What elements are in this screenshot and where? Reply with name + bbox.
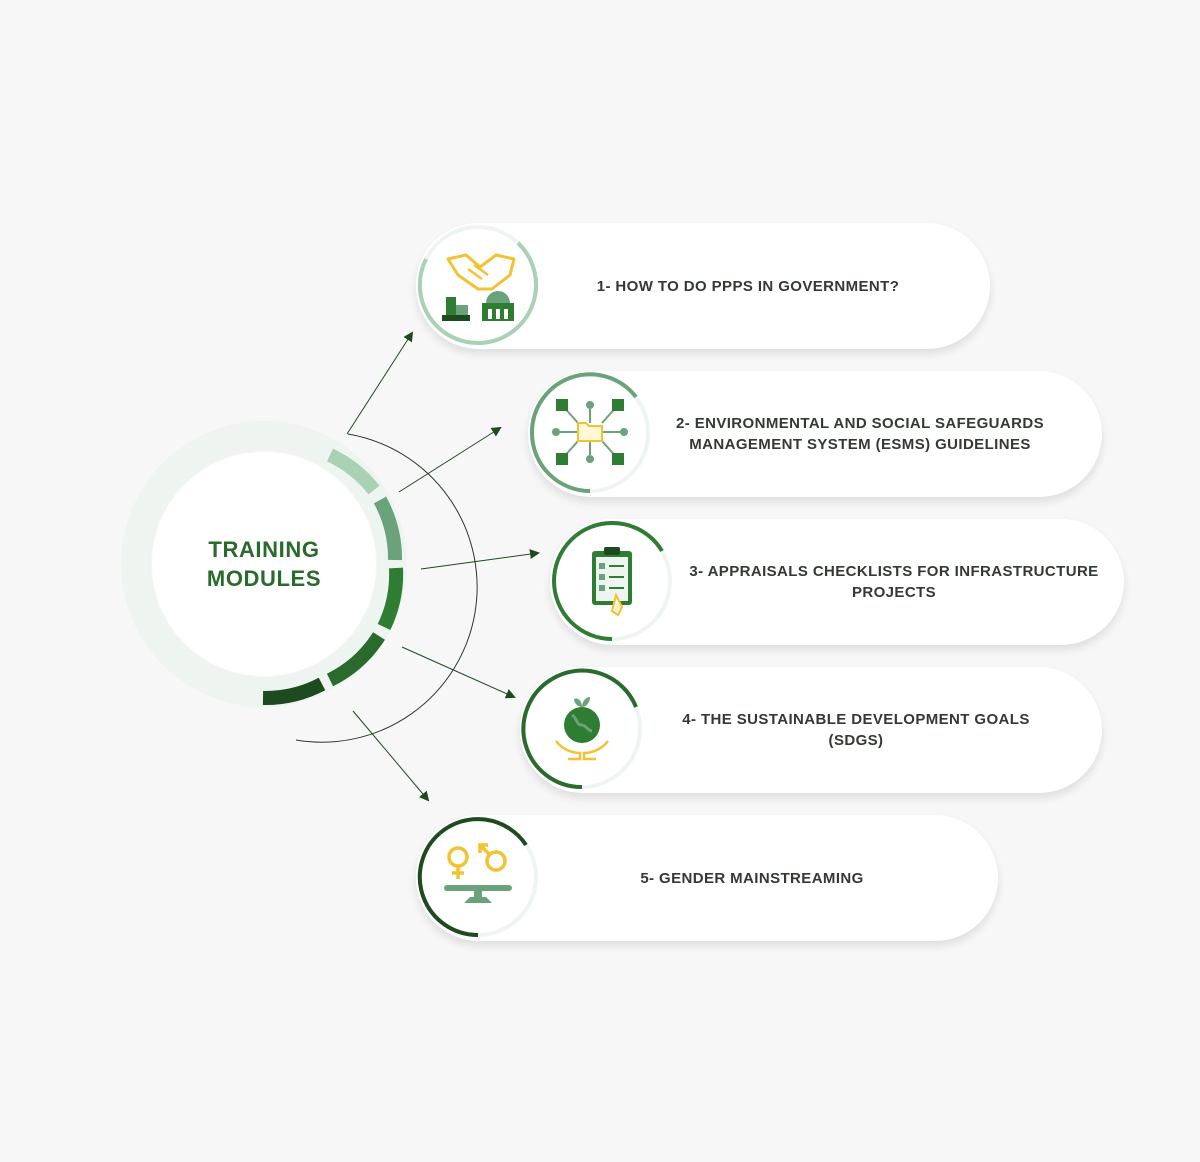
module-3-line-2: PROJECTS <box>851 584 937 601</box>
network-folder-icon <box>552 399 628 465</box>
module-1-ring <box>417 225 538 346</box>
arrow-to-module-5 <box>352 710 430 802</box>
hub-segment-4 <box>326 632 385 687</box>
module-4-title: 4- THE SUSTAINABLE DEVELOPMENT GOALS (SD… <box>650 667 1062 793</box>
hub-segment-5 <box>262 677 326 705</box>
hub-segment-2 <box>373 496 403 561</box>
arrow-to-module-4 <box>401 646 516 699</box>
globe-hands-icon <box>555 697 609 761</box>
clipboard-checklist-icon <box>592 547 632 617</box>
arrow-to-module-3 <box>420 549 540 570</box>
module-1-title: 1- HOW TO DO PPPS IN GOVERNMENT? <box>546 223 950 349</box>
module-3-line-1: 3- APPRAISALS CHECKLISTS FOR INFRASTRUCT… <box>689 563 1099 580</box>
module-2-ring <box>529 372 650 493</box>
module-2-title: 2- ENVIRONMENTAL AND SOCIAL SAFEGUARDS M… <box>658 371 1062 497</box>
arrow-to-module-1 <box>346 331 414 435</box>
hub-segment-3 <box>377 567 404 631</box>
handshake-buildings-icon <box>442 253 516 321</box>
module-5-ring <box>417 817 538 938</box>
module-3-icon-disc <box>550 519 674 643</box>
hub-guide-arc <box>295 433 478 743</box>
module-1-icon-disc <box>416 223 540 347</box>
module-2-icon-disc <box>528 371 652 495</box>
module-4-line-2: (SDGS) <box>828 732 884 749</box>
hub-title-line-1: TRAINING <box>208 537 320 562</box>
arrow-to-module-2 <box>398 426 502 493</box>
hub-title: TRAINING MODULES <box>150 535 378 593</box>
hub-title-line-2: MODULES <box>206 566 322 591</box>
module-2-line-2: MANAGEMENT SYSTEM (ESMS) GUIDELINES <box>689 436 1031 453</box>
module-3-ring <box>552 520 672 641</box>
module-1-line-1: 1- HOW TO DO PPPS IN GOVERNMENT? <box>596 277 900 295</box>
module-4-icon-disc <box>520 667 644 791</box>
module-3-title: 3- APPRAISALS CHECKLISTS FOR INFRASTRUCT… <box>680 519 1108 645</box>
module-4-ring <box>521 668 642 790</box>
module-2-line-1: 2- ENVIRONMENTAL AND SOCIAL SAFEGUARDS <box>675 415 1044 432</box>
module-5-icon-disc <box>416 815 540 939</box>
module-5-line-1: 5- GENDER MAINSTREAMING <box>640 869 864 887</box>
hub-segment-1 <box>326 448 380 495</box>
hub-disc <box>152 452 376 676</box>
module-4-line-1: 4- THE SUSTAINABLE DEVELOPMENT GOALS <box>682 711 1030 728</box>
module-5-title: 5- GENDER MAINSTREAMING <box>546 815 958 941</box>
gender-scale-icon <box>444 843 512 903</box>
